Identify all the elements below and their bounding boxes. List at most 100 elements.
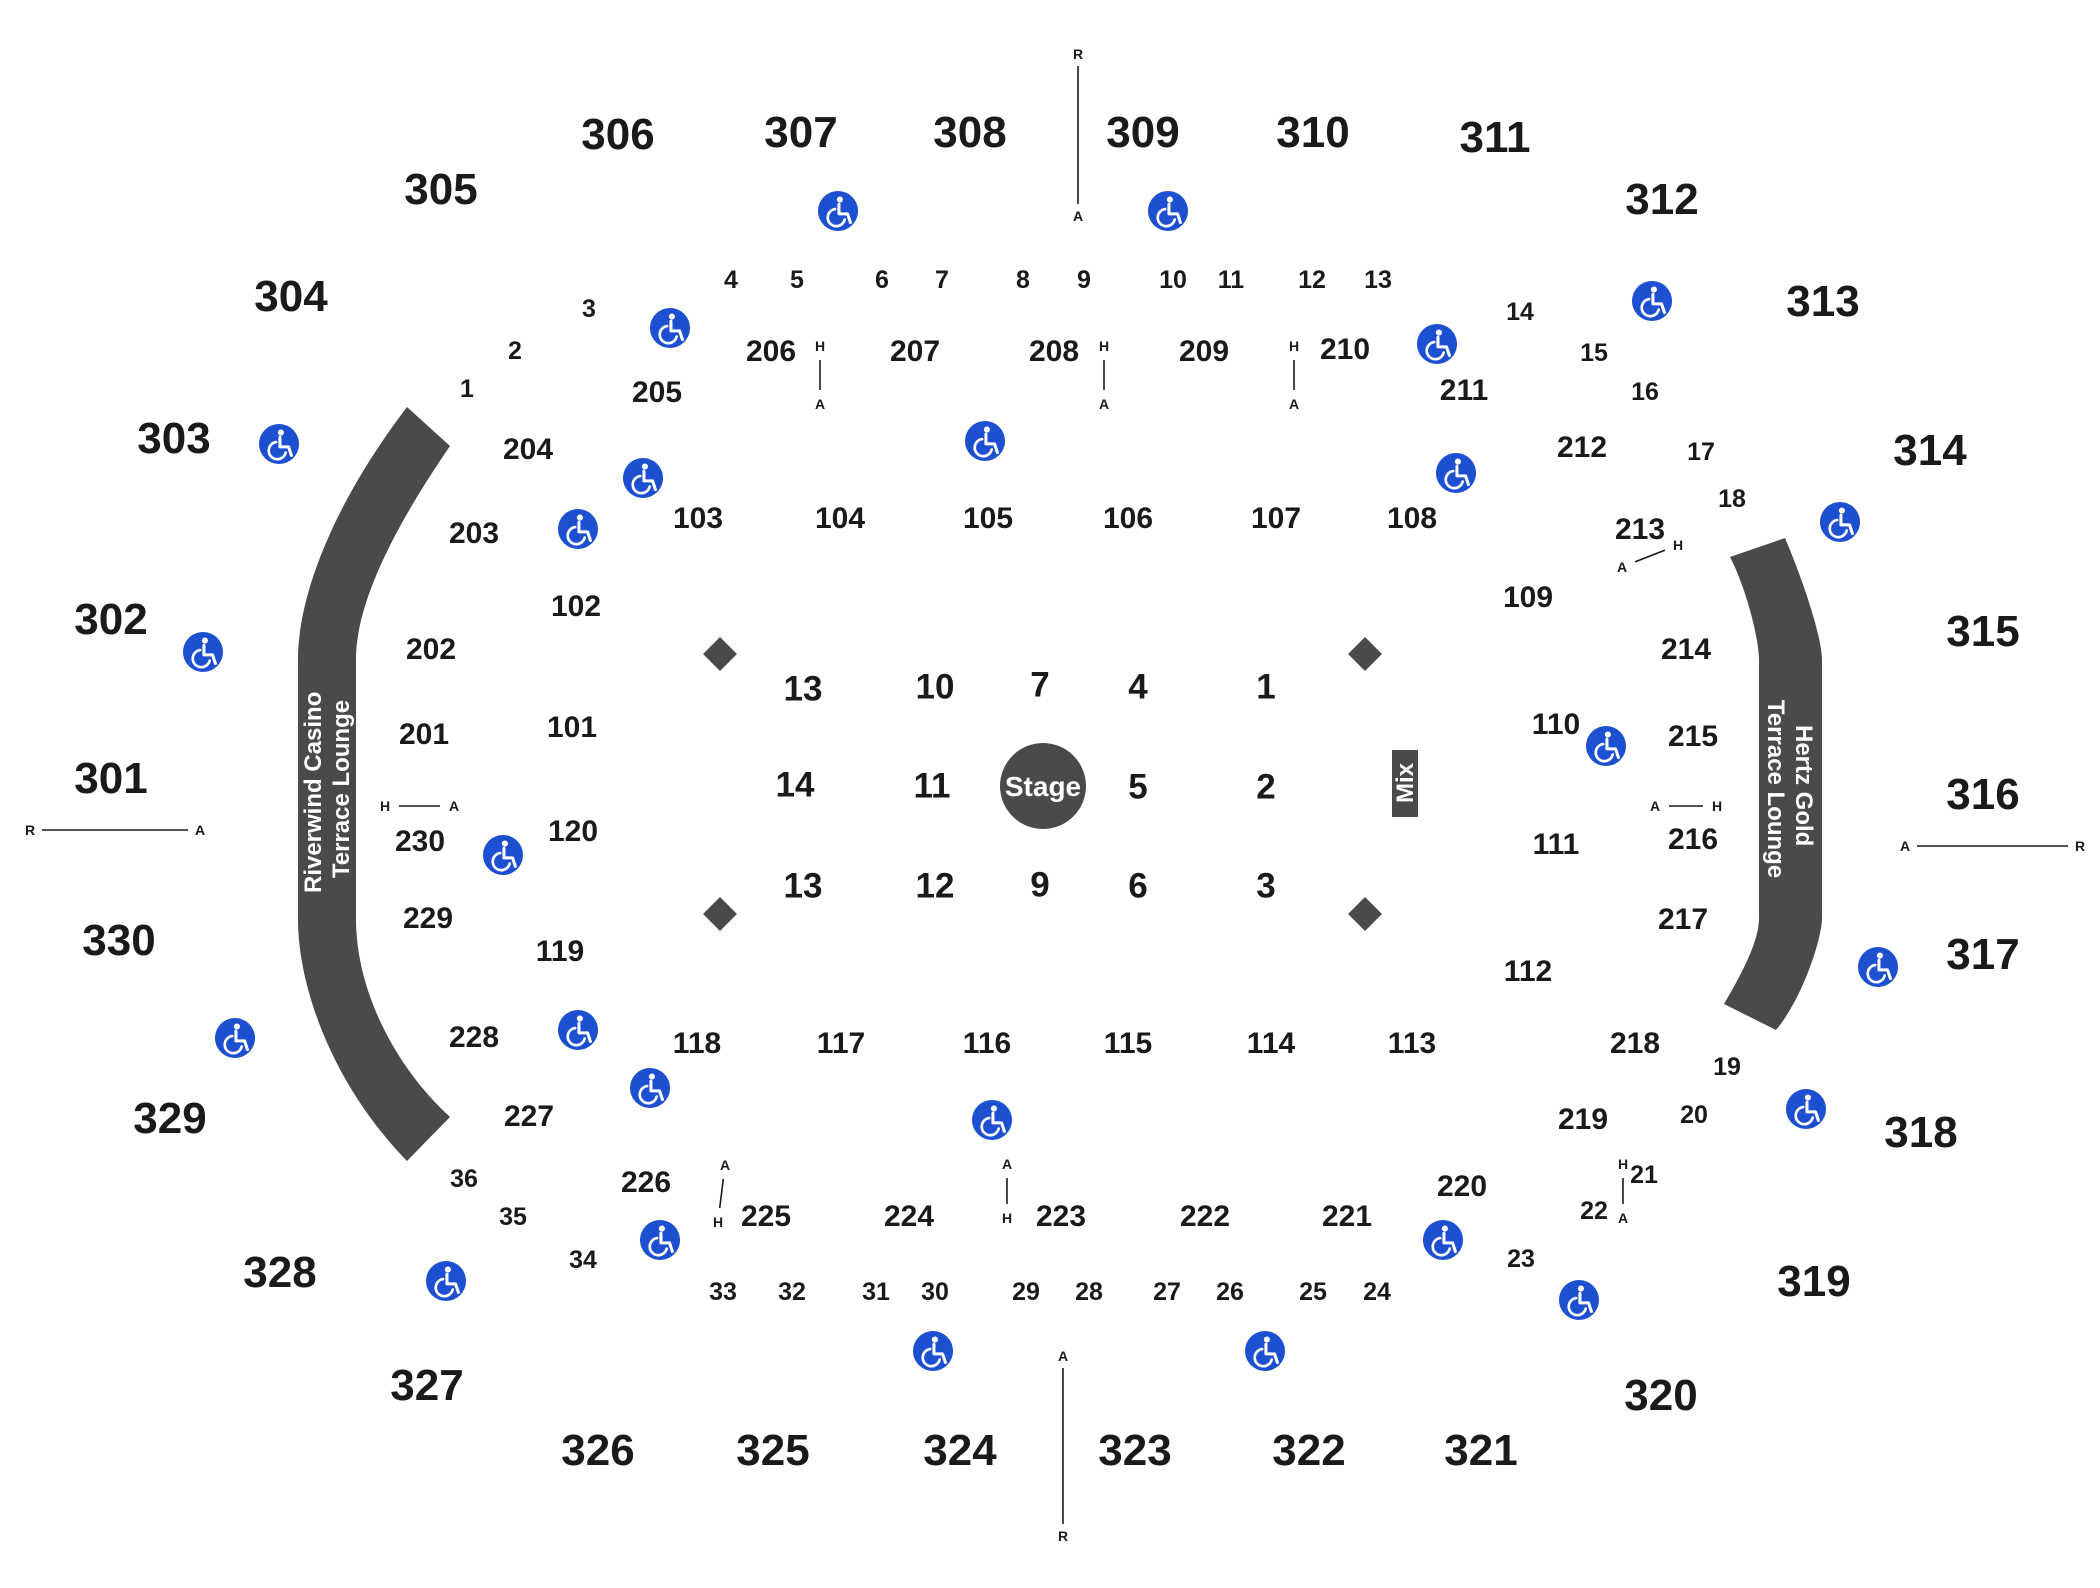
suite-36[interactable]: 36 [450, 1165, 478, 1193]
section-109[interactable]: 109 [1503, 581, 1553, 614]
section-113[interactable]: 113 [1388, 1027, 1436, 1060]
floor-section-13[interactable]: 13 [784, 867, 823, 906]
suite-2[interactable]: 2 [508, 337, 522, 365]
section-208[interactable]: 208 [1029, 335, 1079, 368]
suite-23[interactable]: 23 [1507, 1245, 1535, 1273]
floor-section-12[interactable]: 12 [916, 867, 955, 906]
suite-17[interactable]: 17 [1687, 438, 1715, 466]
left-lounge[interactable]: Riverwind Casino Terrace Lounge [298, 407, 450, 1161]
section-210[interactable]: 210 [1320, 333, 1370, 366]
section-321[interactable]: 321 [1444, 1426, 1517, 1475]
section-218[interactable]: 218 [1610, 1027, 1660, 1060]
suite-26[interactable]: 26 [1216, 1278, 1244, 1306]
suite-19[interactable]: 19 [1713, 1053, 1741, 1081]
section-302[interactable]: 302 [74, 595, 147, 644]
section-106[interactable]: 106 [1103, 502, 1153, 535]
floor-section-4[interactable]: 4 [1128, 668, 1148, 707]
suite-25[interactable]: 25 [1299, 1278, 1327, 1306]
suite-35[interactable]: 35 [499, 1203, 527, 1231]
section-203[interactable]: 203 [449, 517, 499, 550]
section-326[interactable]: 326 [561, 1426, 634, 1475]
section-213[interactable]: 213 [1615, 513, 1665, 546]
suite-34[interactable]: 34 [569, 1246, 597, 1274]
section-116[interactable]: 116 [963, 1027, 1011, 1060]
section-108[interactable]: 108 [1387, 502, 1437, 535]
section-217[interactable]: 217 [1658, 903, 1708, 936]
section-105[interactable]: 105 [963, 502, 1013, 535]
section-306[interactable]: 306 [581, 110, 654, 159]
section-304[interactable]: 304 [254, 272, 328, 321]
floor-section-7[interactable]: 7 [1030, 666, 1049, 705]
suite-4[interactable]: 4 [724, 266, 738, 294]
section-316[interactable]: 316 [1946, 770, 2019, 819]
section-219[interactable]: 219 [1558, 1103, 1608, 1136]
section-301[interactable]: 301 [74, 754, 147, 803]
section-224[interactable]: 224 [884, 1200, 934, 1233]
floor-section-10[interactable]: 10 [916, 668, 955, 707]
suite-22[interactable]: 22 [1580, 1197, 1608, 1225]
section-110[interactable]: 110 [1532, 708, 1580, 741]
section-111[interactable]: 111 [1533, 828, 1580, 861]
suite-9[interactable]: 9 [1077, 266, 1091, 294]
section-318[interactable]: 318 [1884, 1108, 1957, 1157]
section-305[interactable]: 305 [404, 165, 477, 214]
section-228[interactable]: 228 [449, 1021, 499, 1054]
section-220[interactable]: 220 [1437, 1170, 1487, 1203]
section-325[interactable]: 325 [736, 1426, 809, 1475]
section-309[interactable]: 309 [1106, 108, 1179, 157]
section-204[interactable]: 204 [503, 433, 553, 466]
section-223[interactable]: 223 [1036, 1200, 1086, 1233]
section-114[interactable]: 114 [1247, 1027, 1296, 1060]
floor-section-11[interactable]: 11 [914, 767, 951, 806]
floor-section-5[interactable]: 5 [1128, 768, 1147, 807]
section-101[interactable]: 101 [547, 711, 597, 744]
section-201[interactable]: 201 [399, 718, 449, 751]
section-230[interactable]: 230 [395, 825, 445, 858]
section-107[interactable]: 107 [1251, 502, 1301, 535]
section-103[interactable]: 103 [673, 502, 723, 535]
floor-section-6[interactable]: 6 [1128, 867, 1147, 906]
section-112[interactable]: 112 [1504, 955, 1552, 988]
floor-section-9[interactable]: 9 [1030, 866, 1049, 905]
floor-section-1[interactable]: 1 [1256, 668, 1275, 707]
section-209[interactable]: 209 [1179, 335, 1229, 368]
section-119[interactable]: 119 [536, 935, 584, 968]
suite-1[interactable]: 1 [460, 375, 474, 403]
suite-11[interactable]: 11 [1218, 266, 1245, 294]
section-227[interactable]: 227 [504, 1100, 554, 1133]
section-229[interactable]: 229 [403, 902, 453, 935]
suite-12[interactable]: 12 [1298, 266, 1326, 294]
suite-29[interactable]: 29 [1012, 1278, 1040, 1306]
section-311[interactable]: 311 [1460, 113, 1531, 162]
section-212[interactable]: 212 [1557, 431, 1607, 464]
section-102[interactable]: 102 [551, 590, 601, 623]
section-328[interactable]: 328 [243, 1248, 316, 1297]
floor-section-3[interactable]: 3 [1256, 867, 1275, 906]
suite-8[interactable]: 8 [1016, 266, 1030, 294]
right-lounge[interactable]: Hertz Gold Terrace Lounge [1724, 538, 1822, 1030]
suite-16[interactable]: 16 [1631, 378, 1659, 406]
section-324[interactable]: 324 [923, 1426, 997, 1475]
suite-6[interactable]: 6 [875, 266, 889, 294]
section-322[interactable]: 322 [1272, 1426, 1345, 1475]
section-221[interactable]: 221 [1322, 1200, 1372, 1233]
suite-10[interactable]: 10 [1159, 266, 1187, 294]
section-320[interactable]: 320 [1624, 1371, 1697, 1420]
suite-21[interactable]: 21 [1630, 1161, 1658, 1189]
suite-13[interactable]: 13 [1364, 266, 1392, 294]
section-327[interactable]: 327 [390, 1361, 463, 1410]
section-319[interactable]: 319 [1777, 1257, 1850, 1306]
section-115[interactable]: 115 [1104, 1027, 1152, 1060]
suite-27[interactable]: 27 [1153, 1278, 1181, 1306]
floor-section-2[interactable]: 2 [1256, 768, 1275, 807]
suite-7[interactable]: 7 [935, 266, 949, 294]
suite-28[interactable]: 28 [1075, 1278, 1103, 1306]
section-329[interactable]: 329 [133, 1094, 206, 1143]
section-207[interactable]: 207 [890, 335, 940, 368]
section-222[interactable]: 222 [1180, 1200, 1230, 1233]
section-205[interactable]: 205 [632, 376, 682, 409]
section-310[interactable]: 310 [1276, 108, 1349, 157]
section-308[interactable]: 308 [933, 108, 1006, 157]
suite-30[interactable]: 30 [921, 1278, 949, 1306]
suite-31[interactable]: 31 [862, 1278, 890, 1306]
